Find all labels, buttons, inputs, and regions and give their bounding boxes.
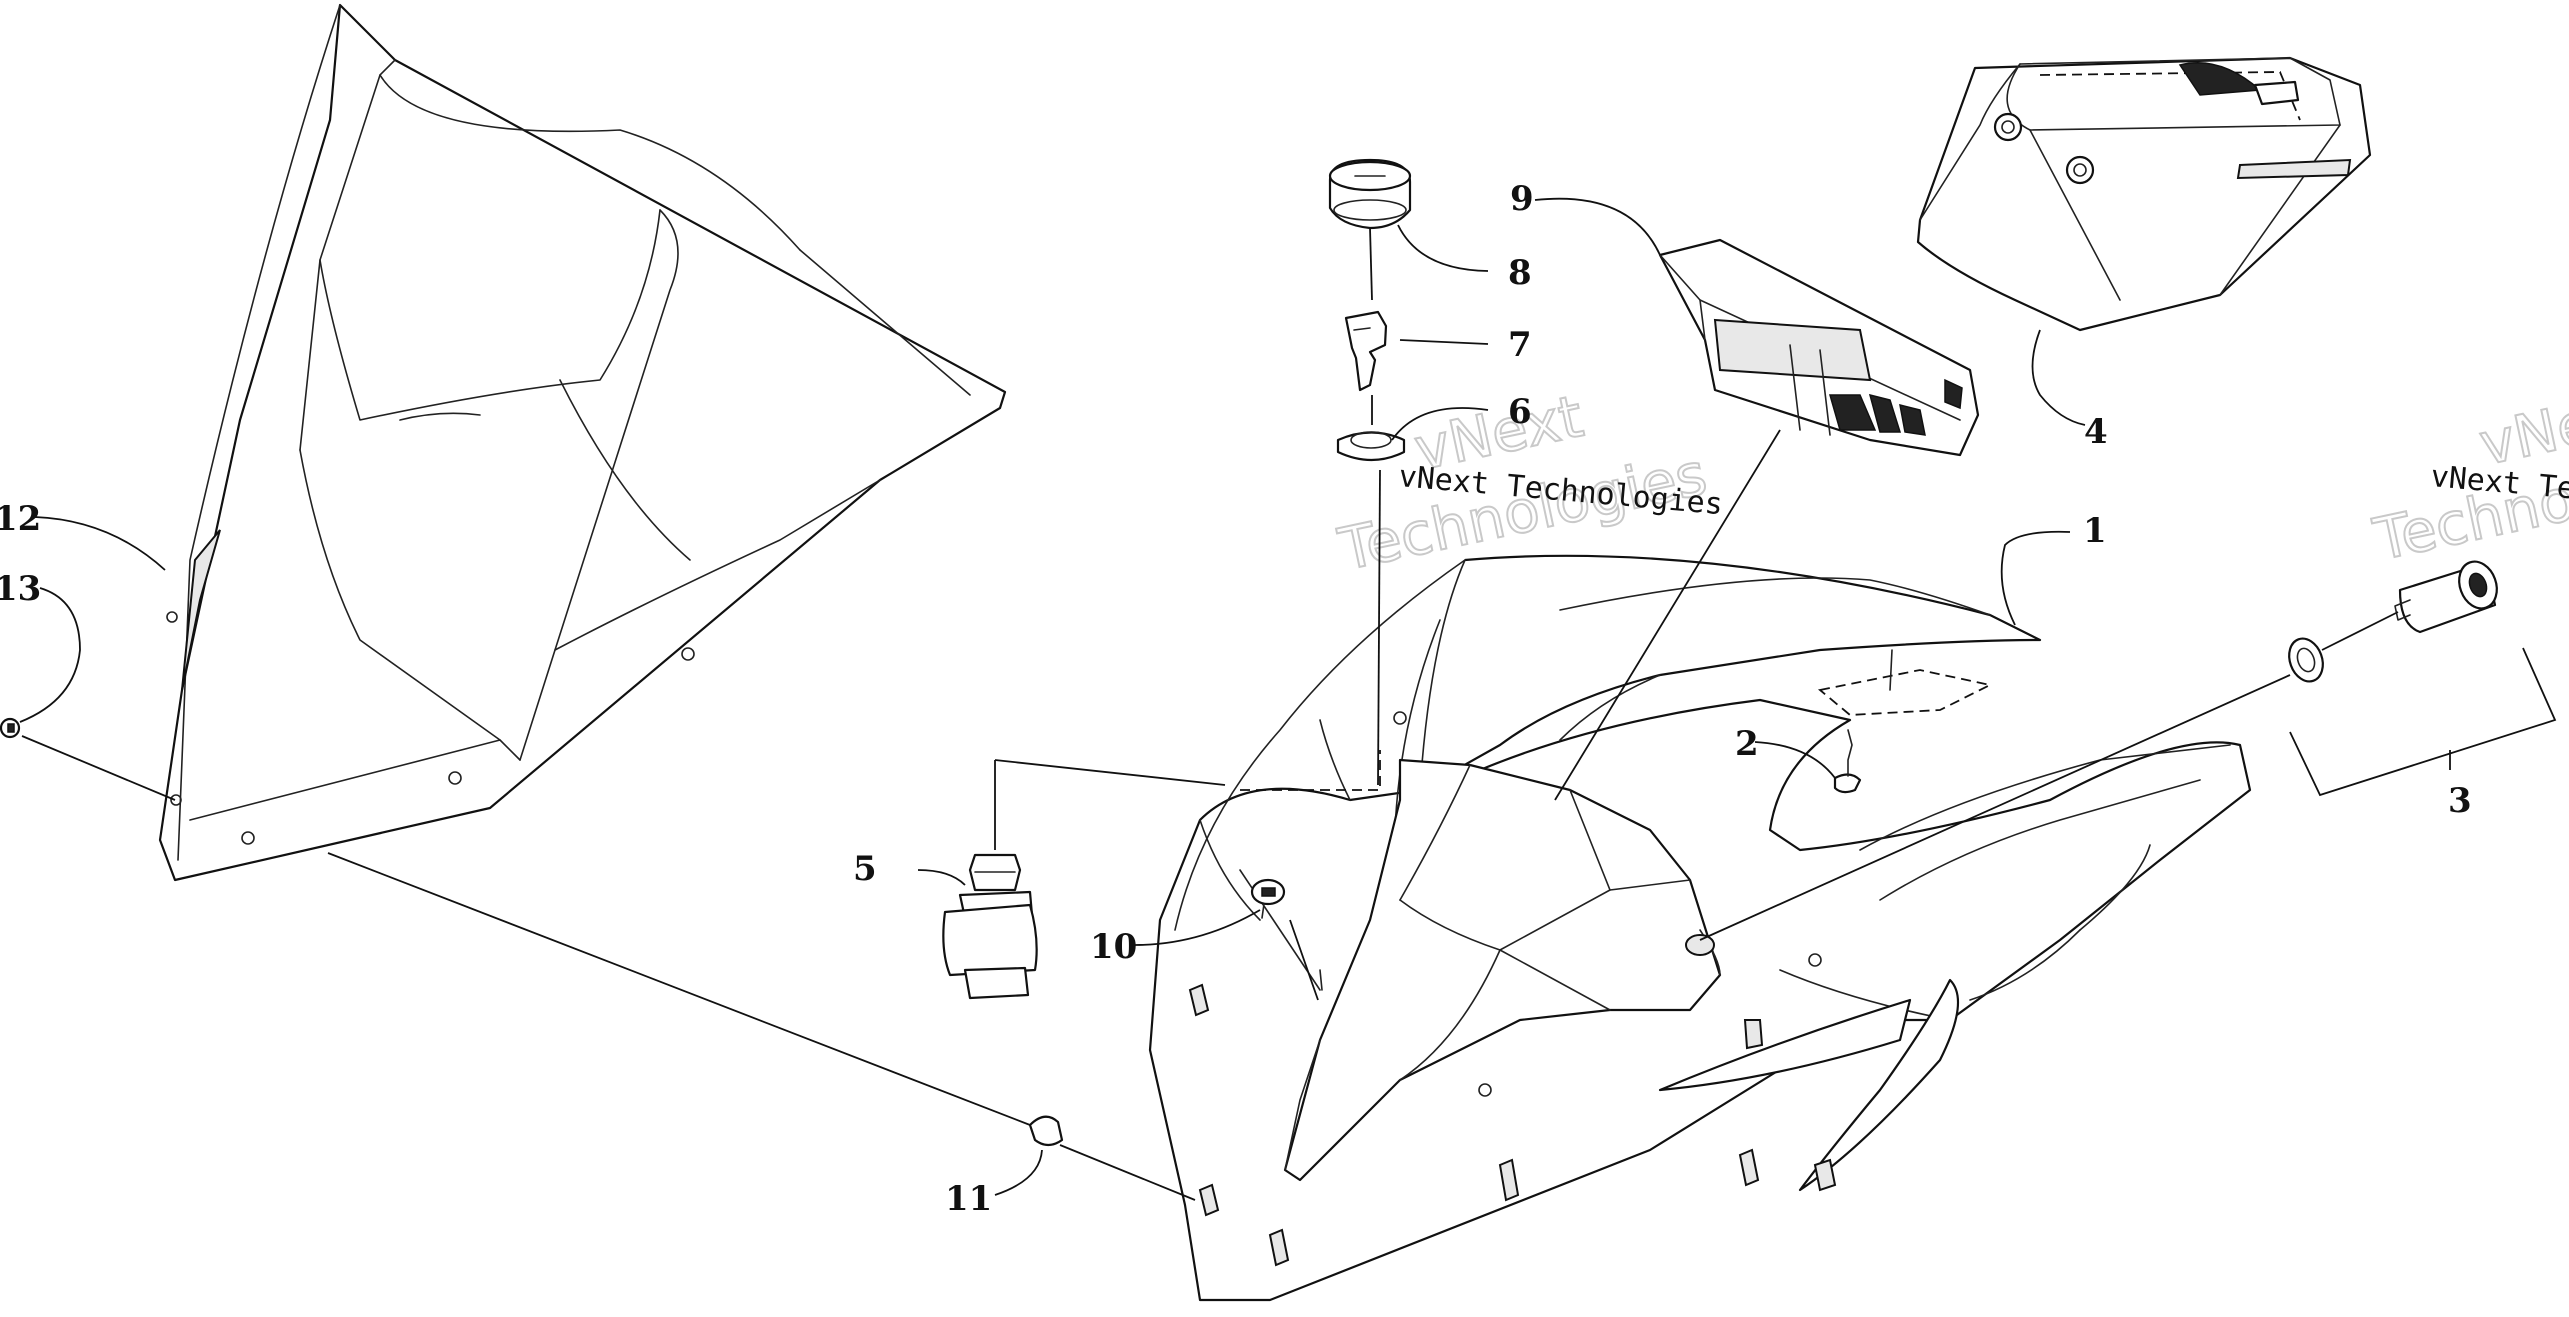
callout-1: 1 bbox=[2083, 511, 2107, 551]
power-socket-part bbox=[1699, 560, 2557, 941]
callout-9: 9 bbox=[1510, 179, 1534, 219]
ignition-line-lower bbox=[1377, 469, 1381, 786]
ignition-nut-part bbox=[1336, 431, 1406, 462]
windshield-part bbox=[158, 3, 1007, 882]
callout-10: 10 bbox=[1090, 927, 1137, 967]
callout-2: 2 bbox=[1735, 724, 1759, 764]
callout-3: 3 bbox=[2448, 781, 2472, 821]
gauge-module-part bbox=[1534, 197, 1980, 801]
callout-labels: 1 2 3 4 5 6 7 8 9 10 11 12 13 bbox=[0, 179, 2472, 1219]
gauge-cover-part bbox=[1916, 56, 2372, 426]
ignition-line-upper bbox=[1369, 227, 1373, 301]
screw-2-part bbox=[1833, 649, 1893, 794]
callout-8: 8 bbox=[1508, 253, 1532, 293]
clip-11-part bbox=[327, 852, 1196, 1201]
callout-7: 7 bbox=[1508, 325, 1532, 365]
callout-4: 4 bbox=[2084, 412, 2108, 452]
ignition-key-part bbox=[1344, 310, 1388, 392]
callout-12: 12 bbox=[0, 499, 41, 539]
callout-6: 6 bbox=[1508, 392, 1532, 432]
watermark-right: vNext Technologies vNext Technologies bbox=[2367, 376, 2569, 575]
ignition-cap-part bbox=[1328, 158, 1412, 230]
screw-13-part bbox=[0, 717, 176, 801]
callout-11: 11 bbox=[945, 1179, 992, 1219]
callout-leaders bbox=[19, 224, 2451, 1196]
callout-5: 5 bbox=[853, 849, 877, 889]
screw-10-part bbox=[1250, 878, 1319, 1001]
hood-panel-part bbox=[1148, 554, 2252, 1302]
callout-13: 13 bbox=[0, 569, 41, 609]
switch-part bbox=[942, 759, 1226, 1000]
